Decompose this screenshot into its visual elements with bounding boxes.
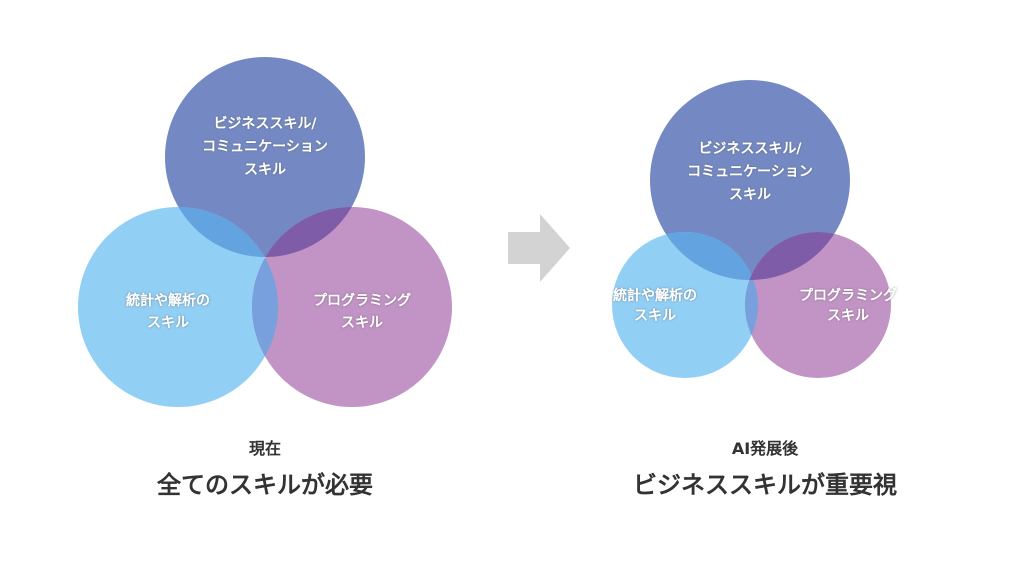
circle-programming (252, 207, 452, 407)
caption-current-large: 全てのスキルが必要 (156, 471, 373, 499)
circle-business (650, 80, 850, 280)
venn-current: ビジネススキル/ コミュニケーション スキル 統計や解析の スキル プログラミン… (78, 57, 452, 407)
arrow-right-icon (508, 214, 570, 282)
label-business: スキル (244, 162, 286, 178)
label-programming: プログラミング (799, 287, 897, 304)
label-stats: スキル (634, 308, 676, 324)
circle-business (165, 57, 365, 257)
circle-stats (78, 207, 278, 407)
label-business: ビジネススキル/ (698, 141, 802, 157)
label-programming: スキル (827, 308, 869, 324)
overlap-business-programming (745, 232, 850, 280)
overlap-business-stats (650, 232, 758, 280)
label-business: コミュニケーション (202, 139, 328, 155)
label-stats: 統計や解析の (126, 292, 210, 309)
caption-after-small: AI発展後 (732, 439, 799, 458)
caption-after-large: ビジネススキルが重要視 (633, 471, 897, 499)
label-business: スキル (729, 187, 771, 203)
venn-after-ai: ビジネススキル/ コミュニケーション スキル 統計や解析の スキル プログラミン… (612, 80, 897, 378)
label-business: コミュニケーション (687, 164, 813, 180)
label-business: ビジネススキル/ (213, 116, 317, 132)
label-stats: 統計や解析の (613, 287, 697, 304)
label-programming: プログラミング (313, 292, 411, 309)
label-programming: スキル (341, 315, 383, 331)
caption-current-small: 現在 (249, 439, 281, 458)
label-stats: スキル (147, 315, 189, 331)
